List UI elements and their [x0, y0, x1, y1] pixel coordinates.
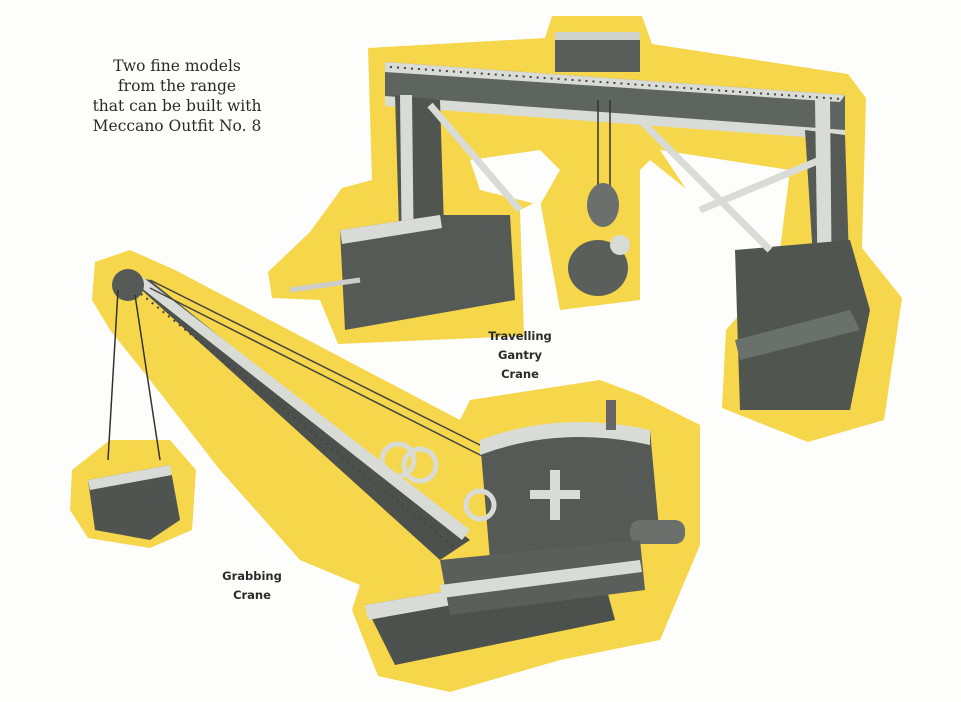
caption-line: Crane — [233, 588, 271, 602]
gantry-crane-drawing — [289, 32, 870, 410]
caption-line: Gantry — [497, 348, 543, 362]
intro-line: that can be built with — [92, 97, 262, 115]
caption-line: Grabbing — [222, 569, 282, 583]
intro-text: Two fine models from the range that can … — [62, 56, 292, 136]
grabbing-crane-drawing — [88, 269, 685, 665]
intro-line: Meccano Outfit No. 8 — [92, 117, 262, 135]
caption-line: Travelling — [488, 329, 552, 343]
grabbing-crane-caption: Grabbing Crane — [200, 567, 304, 605]
intro-line: Two fine models — [113, 57, 241, 75]
gantry-crane-caption: Travelling Gantry Crane — [470, 327, 570, 384]
caption-line: Crane — [501, 367, 539, 381]
intro-line: from the range — [117, 77, 237, 95]
